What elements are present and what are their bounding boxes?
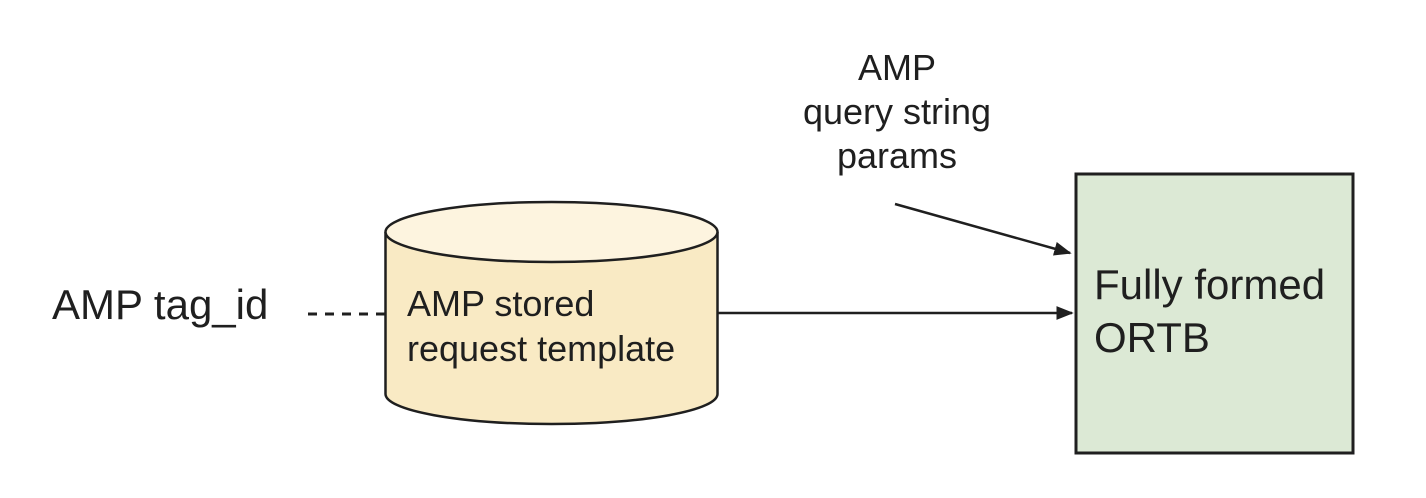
db-cylinder-top (384, 200, 719, 264)
ortb-box (1074, 172, 1355, 455)
query-string-params-label: AMP query string params (802, 47, 992, 176)
fully-formed-ortb-label: Fully formed ORTB (1094, 261, 1326, 361)
db-cylinder-body (384, 232, 719, 426)
amp-tag-id-label: AMP tag_id (52, 281, 269, 328)
connector-params-to-ortb (894, 202, 1072, 256)
db-cylinder (384, 200, 719, 426)
stored-request-template-label: AMP stored request template (407, 283, 676, 369)
